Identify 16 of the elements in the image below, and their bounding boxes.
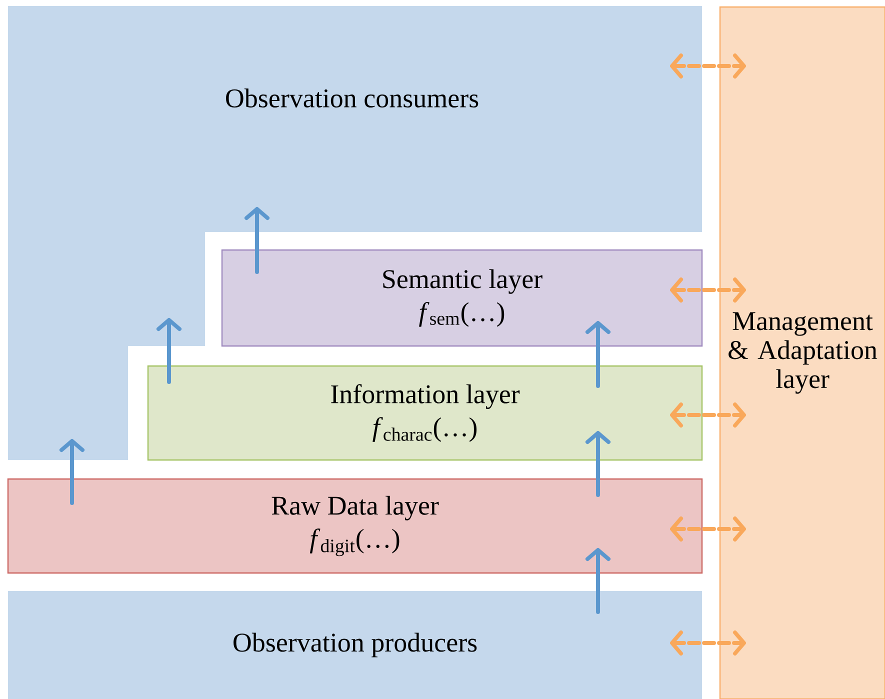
arrow — [156, 318, 182, 384]
arrow — [586, 548, 610, 614]
arrow — [244, 207, 270, 274]
layer-box: Information layer f$_{charac}$(…) — [147, 365, 703, 461]
arrow — [60, 439, 84, 505]
double-arrow — [670, 54, 746, 78]
side-panel: Management & Adaptation layer — [719, 6, 885, 699]
double-arrow — [670, 630, 746, 656]
layer-box: Semantic layer f$_{sem}$(…) — [221, 249, 703, 347]
layer-box: Observation producers — [8, 591, 702, 699]
arrow — [586, 321, 610, 388]
layer-box: Raw Data layer f$_{digit}$(…) — [7, 478, 703, 574]
double-arrow — [670, 278, 746, 302]
double-arrow — [670, 516, 746, 542]
arrow — [586, 431, 610, 497]
double-arrow — [670, 402, 746, 428]
